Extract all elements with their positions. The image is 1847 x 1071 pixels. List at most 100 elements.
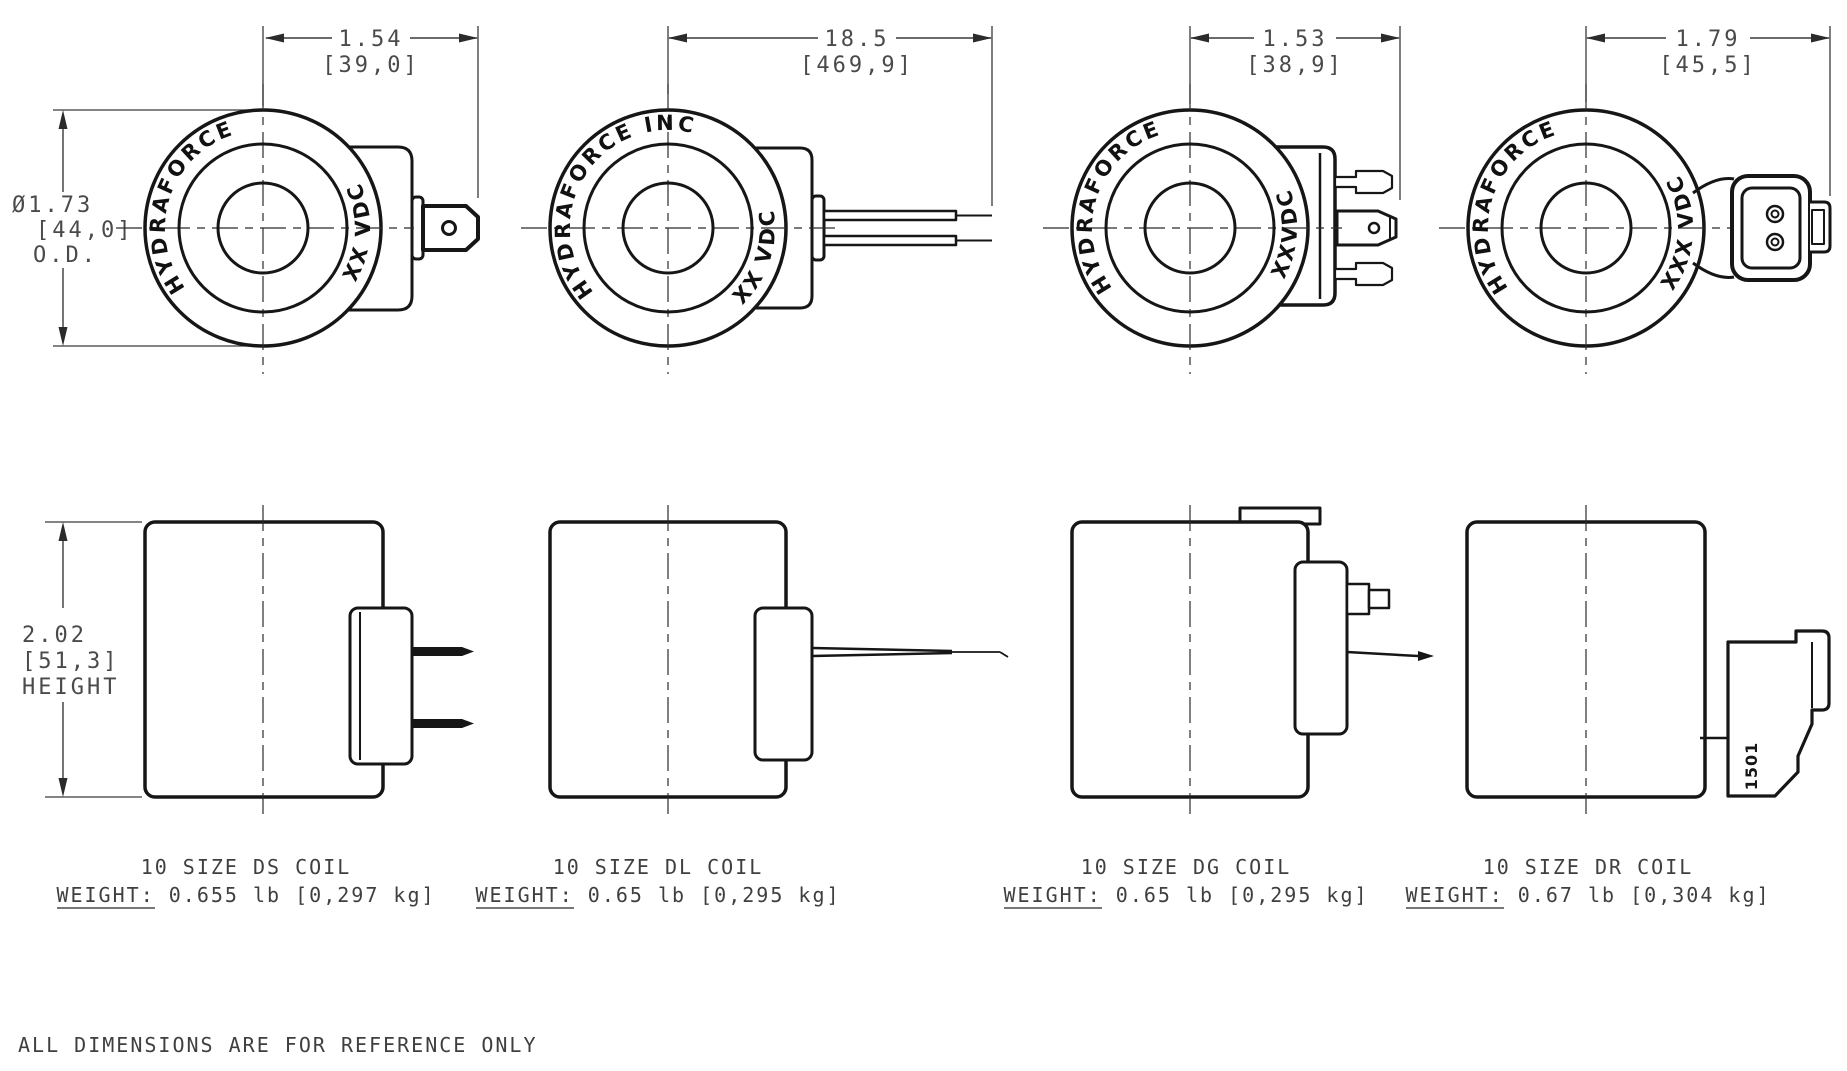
connector-side (753, 606, 814, 762)
weight-label: WEIGHT (475, 883, 559, 907)
coil-weight: WEIGHT: 0.655 lb [0,297 kg] (56, 883, 435, 907)
connector-neck (1692, 261, 1735, 279)
arrowhead-right (1811, 33, 1830, 43)
pin-side (1346, 650, 1419, 658)
coil-weight: WEIGHT: 0.67 lb [0,304 kg] (1405, 883, 1770, 907)
middle-circle (1500, 142, 1672, 314)
arrowhead-right (1381, 33, 1400, 43)
dl-dim-inches: 18.5 (825, 27, 890, 52)
connector-side (1293, 560, 1349, 736)
middle-circle (1104, 142, 1276, 314)
coil-name: 10 SIZE DL COIL (553, 855, 764, 879)
dr-side-view: 1501 (1465, 505, 1831, 814)
lead-wire-side (811, 646, 953, 653)
arrowhead-up (58, 110, 68, 129)
inner-circle (216, 181, 310, 275)
dg-width-dimension: 1.53 [38,9] (1189, 26, 1401, 200)
coil-weight: WEIGHT: 0.65 lb [0,295 kg] (1003, 883, 1368, 907)
middle-circle (177, 142, 349, 314)
pin-tip (1418, 651, 1434, 661)
connector-pin (1765, 232, 1785, 252)
lead-wire (822, 234, 958, 247)
dr-top-view: HYDRAFORCE XXX VDC (1439, 84, 1832, 374)
lead-wire-side (811, 651, 953, 658)
dr-coil-group: 1.79 [45,5] HYDRAFORCE XXX VDC (1405, 26, 1832, 909)
arrowhead-right (459, 33, 478, 43)
od-mm: [44,0] (36, 218, 133, 243)
weight-value: : 0.65 lb [0,295 kg] (560, 883, 841, 907)
dl-width-dimension: 18.5 [469,9] (667, 26, 993, 206)
weight-label: WEIGHT (56, 883, 140, 907)
height-inches: 2.02 (22, 623, 87, 648)
dg-dim-mm: [38,9] (1246, 53, 1343, 78)
deutsch-connector-side (1726, 629, 1831, 798)
connector-pin (1765, 204, 1785, 224)
od-inches: Ø1.73 (12, 193, 93, 218)
pin-terminal (1333, 261, 1394, 287)
inner-circle (1539, 181, 1633, 275)
height-mm: [51,3] (22, 649, 119, 674)
arrowhead-left (265, 33, 284, 43)
dr-width-dimension: 1.79 [45,5] (1585, 26, 1831, 196)
ds-label: 10 SIZE DS COIL WEIGHT: 0.655 lb [0,297 … (56, 855, 435, 909)
dr-dim-mm: [45,5] (1659, 53, 1756, 78)
weight-value: : 0.655 lb [0,297 kg] (141, 883, 436, 907)
wire-tip (999, 651, 1009, 658)
terminal-base (1345, 582, 1371, 616)
od-label: O.D. (33, 243, 98, 268)
pin-terminal (1333, 169, 1394, 195)
dg-coil-group: 1.53 [38,9] HYDRAFORCE XXVDC (1003, 26, 1434, 909)
ds-top-view: HYDRAFORCE XX VDC (116, 84, 480, 374)
ds-coil-group: 1.54 [39,0] HYDRAFORCE XX VDC 10 SIZE DS (56, 26, 480, 909)
dg-dim-inches: 1.53 (1263, 27, 1328, 52)
dl-top-view: HYDRAFORCE INC XX VDC (521, 84, 992, 374)
coil-name: 10 SIZE DS COIL (141, 855, 352, 879)
arrowhead-down (58, 327, 68, 346)
dg-label: 10 SIZE DG COIL WEIGHT: 0.65 lb [0,295 k… (1003, 855, 1368, 909)
terminal-hole (1367, 221, 1381, 235)
lead-wire (822, 209, 958, 222)
weight-label: WEIGHT (1405, 883, 1489, 907)
dg-top-view: HYDRAFORCE XXVDC (1043, 84, 1398, 374)
arrowhead-left (1586, 33, 1605, 43)
coil-name: 10 SIZE DG COIL (1081, 855, 1292, 879)
height-dimension: 2.02 [51,3] HEIGHT (22, 521, 142, 798)
arrowhead-up (58, 522, 68, 541)
height-label: HEIGHT (22, 675, 119, 700)
od-dimension: Ø1.73 [44,0] O.D. (12, 109, 262, 347)
weight-label: WEIGHT (1003, 883, 1087, 907)
arrowhead-left (1190, 33, 1209, 43)
inner-circle (1143, 181, 1237, 275)
connector-neck (1692, 177, 1735, 195)
dr-label: 10 SIZE DR COIL WEIGHT: 0.67 lb [0,304 k… (1405, 855, 1770, 909)
spade-terminal (1335, 209, 1398, 247)
reference-note: ALL DIMENSIONS ARE FOR REFERENCE ONLY (18, 1033, 538, 1057)
ds-dim-mm: [39,0] (322, 53, 419, 78)
dl-coil-group: 18.5 [469,9] HYDRAFORCE INC XX VDC (475, 26, 1009, 909)
terminal-tip (1367, 588, 1391, 610)
weight-value: : 0.67 lb [0,304 kg] (1490, 883, 1771, 907)
ds-side-view (143, 505, 474, 814)
coil-weight: WEIGHT: 0.65 lb [0,295 kg] (475, 883, 840, 907)
dl-dim-mm: [469,9] (800, 53, 914, 78)
ds-dim-inches: 1.54 (339, 27, 404, 52)
inner-circle (621, 181, 715, 275)
dl-label: 10 SIZE DL COIL WEIGHT: 0.65 lb [0,295 k… (475, 855, 840, 909)
dl-side-view (548, 505, 1009, 814)
middle-circle (582, 142, 754, 314)
latch-detail (1811, 209, 1825, 245)
arrowhead-right (973, 33, 992, 43)
coil-name: 10 SIZE DR COIL (1483, 855, 1694, 879)
dr-dim-inches: 1.79 (1676, 27, 1741, 52)
terminal-hole (441, 220, 457, 236)
dg-side-view (1070, 505, 1434, 814)
weight-value: : 0.65 lb [0,295 kg] (1088, 883, 1369, 907)
arrowhead-left (668, 33, 687, 43)
ds-width-dimension: 1.54 [39,0] (262, 26, 479, 198)
deutsch-connector-inner (1740, 186, 1802, 270)
arrowhead-down (58, 778, 68, 797)
din-connector-side (348, 606, 414, 766)
spade-terminal (412, 647, 474, 656)
spade-terminal (412, 719, 474, 728)
